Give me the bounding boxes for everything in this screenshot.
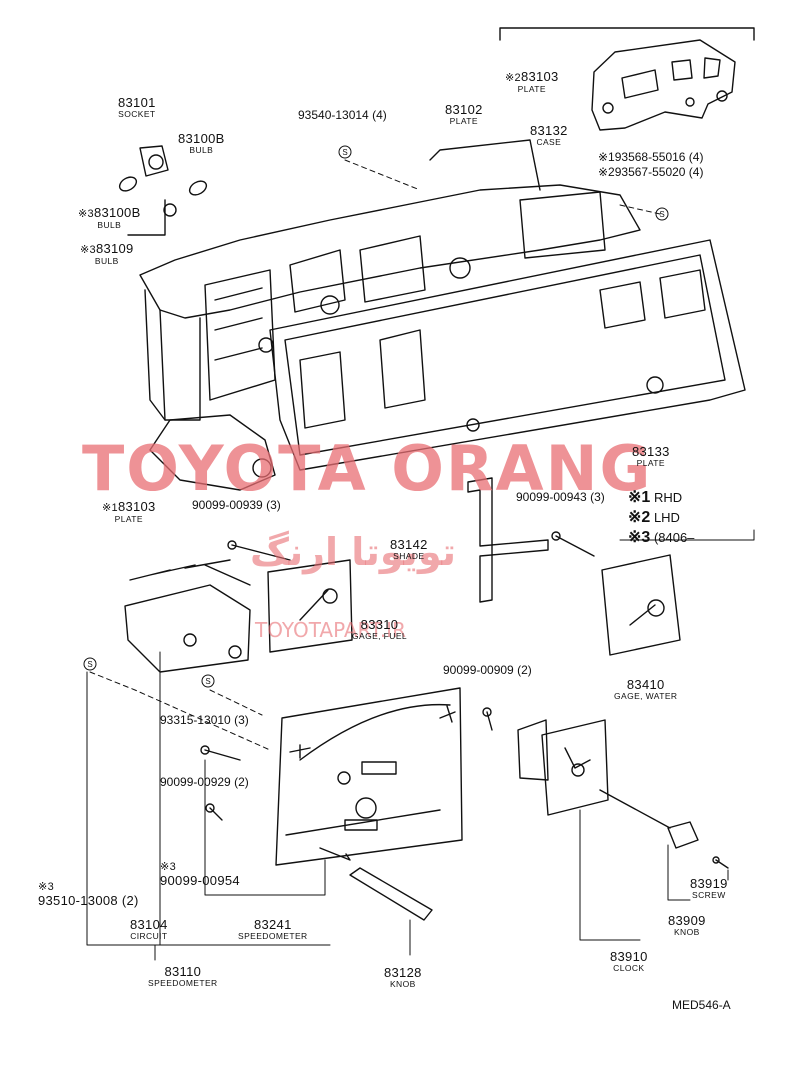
clock-83910 xyxy=(517,719,699,849)
part-label: 93540-13014 (4) xyxy=(298,108,387,122)
part-label: 93315-13010 (3) xyxy=(160,713,249,727)
legend: ※1 RHD ※2 LHD ※3 (8406– xyxy=(628,488,694,548)
svg-text:S: S xyxy=(87,660,92,669)
part-label: ※293567-55020 (4) xyxy=(598,165,704,179)
legend-item: ※1 RHD xyxy=(628,489,683,506)
plate-83103-top xyxy=(591,39,736,131)
part-label: 90099-00943 (3) xyxy=(516,490,605,504)
watermark-site: TOYOTAPART.IR xyxy=(255,618,406,642)
watermark-main: TOYOTA ORANG xyxy=(82,432,653,505)
shade-83142 xyxy=(467,477,549,603)
lens-plate-83133 xyxy=(258,239,746,471)
svg-text:S: S xyxy=(342,148,347,157)
screw-marker-icon xyxy=(83,145,669,688)
speedometer-face-83241 xyxy=(275,687,463,866)
part-label: 90099-00929 (2) xyxy=(160,775,249,789)
bulb-icon xyxy=(118,176,208,217)
legend-item: ※2 LHD xyxy=(628,509,680,526)
part-label: 90099-00909 (2) xyxy=(443,663,532,677)
circuit-83104 xyxy=(124,559,251,673)
knob-83128 xyxy=(349,867,433,921)
leader-lines xyxy=(86,159,729,961)
svg-text:S: S xyxy=(205,677,210,686)
diagram-code: MED546-A xyxy=(672,998,731,1012)
water-gauge-83410 xyxy=(601,554,681,656)
watermark-persian: تویوتا ارنگ xyxy=(250,530,457,574)
fuel-gauge-83310 xyxy=(267,559,353,653)
svg-text:S: S xyxy=(659,210,664,219)
screw-icon xyxy=(200,531,729,869)
part-label: ※193568-55016 (4) xyxy=(598,150,704,164)
main-cluster-case xyxy=(139,139,641,421)
legend-item: ※3 (8406– xyxy=(628,529,695,546)
socket-83101 xyxy=(139,145,169,177)
part-label: 90099-00939 (3) xyxy=(192,498,281,512)
plate-83103-left xyxy=(149,414,276,491)
top-bracket xyxy=(499,27,755,41)
